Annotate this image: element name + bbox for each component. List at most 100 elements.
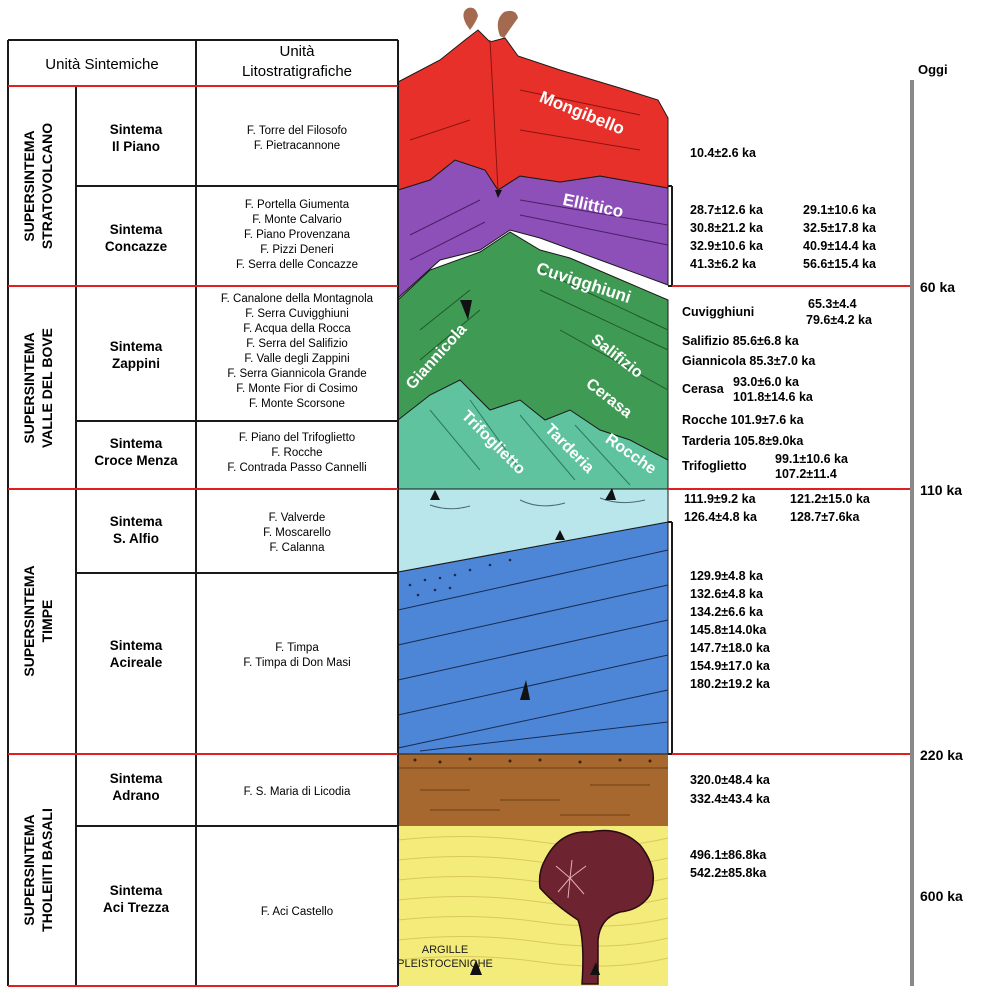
- age: 79.6±4.2 ka: [806, 313, 873, 327]
- formazione: F. Serra delle Concazze: [236, 259, 358, 271]
- age: 154.9±17.0 ka: [690, 659, 771, 673]
- sintema-s-alfio-1: Sintema: [110, 514, 163, 529]
- sintema-zappini-2: Zappini: [112, 356, 160, 371]
- formazione: F. Piano del Trifoglietto: [239, 432, 355, 444]
- supersintema-2-line2: VALLE DEL BOVE: [39, 328, 55, 448]
- header-unita-lito-1: Unità: [279, 43, 315, 60]
- supersintema-3-line1: SUPERSINTEMA: [21, 565, 37, 676]
- formazione: F. Rocche: [271, 447, 322, 459]
- age: 132.6±4.8 ka: [690, 587, 764, 601]
- age: Giannicola 85.3±7.0 ka: [682, 354, 816, 368]
- sintema-s-alfio-2: S. Alfio: [113, 531, 159, 546]
- age: 134.2±6.6 ka: [690, 605, 764, 619]
- formazione: F. Pietracannone: [254, 140, 340, 152]
- age-cuvigghiuni-name: Cuvigghiuni: [682, 305, 754, 319]
- header-unita-sintemiche: Unità Sintemiche: [45, 56, 158, 73]
- formazione: F. Acqua della Rocca: [243, 323, 351, 335]
- plume-left: [463, 8, 478, 30]
- age: 332.4±43.4 ka: [690, 792, 771, 806]
- age: 99.1±10.6 ka: [775, 452, 849, 466]
- time-axis: Oggi 60 ka 110 ka 220 ka 600 ka: [912, 62, 963, 986]
- supersintema-3-line2: TIMPE: [39, 600, 55, 643]
- formazione: F. Piano Provenzana: [244, 229, 351, 241]
- supersintema-4-line1: SUPERSINTEMA: [21, 814, 37, 925]
- sintema-concazze-2: Concazze: [105, 239, 168, 254]
- age-trifoglietto-name: Trifoglietto: [682, 459, 747, 473]
- age: 56.6±15.4 ka: [803, 257, 877, 271]
- age: 65.3±4.4: [808, 297, 857, 311]
- layer-mongibello: [398, 30, 668, 190]
- time-110ka: 110 ka: [920, 482, 962, 498]
- formazione: F. Monte Fior di Cosimo: [236, 383, 357, 395]
- age: 107.2±11.4: [775, 467, 837, 481]
- time-60ka: 60 ka: [920, 279, 955, 295]
- age: 111.9±9.2 ka: [684, 492, 757, 506]
- age: 126.4±4.8 ka: [684, 510, 758, 524]
- sintema-il-piano-1: Sintema: [110, 122, 163, 137]
- formazione: F. Aci Castello: [261, 906, 333, 918]
- supersintema-1-line2: STRATOVOLCANO: [39, 123, 55, 249]
- age: 180.2±19.2 ka: [690, 677, 771, 691]
- age: 129.9±4.8 ka: [690, 569, 764, 583]
- age: 40.9±14.4 ka: [803, 239, 877, 253]
- sintema-zappini-1: Sintema: [110, 339, 163, 354]
- formazione: F. Portella Giumenta: [245, 199, 350, 211]
- formazione: F. Contrada Passo Cannelli: [227, 462, 366, 474]
- formazione: F. Valle degli Zappini: [244, 353, 349, 365]
- age: 128.7±7.6ka: [790, 510, 860, 524]
- age: 30.8±21.2 ka: [690, 221, 764, 235]
- age: 542.2±85.8ka: [690, 866, 767, 880]
- sintema-adrano-1: Sintema: [110, 771, 163, 786]
- age-cerasa-name: Cerasa: [682, 382, 725, 396]
- time-600ka: 600 ka: [920, 888, 963, 904]
- sintema-acireale-2: Acireale: [110, 655, 163, 670]
- age: 101.8±14.6 ka: [733, 390, 814, 404]
- formazione: F. Serra Giannicola Grande: [227, 368, 366, 380]
- sintema-adrano-2: Adrano: [112, 788, 159, 803]
- sintema-il-piano-2: Il Piano: [112, 139, 160, 154]
- formazione: F. Serra del Salifizio: [246, 338, 348, 350]
- formazione: F. Monte Scorsone: [249, 398, 345, 410]
- label-argille-1: ARGILLE: [422, 944, 468, 956]
- label-argille-2: PLEISTOCENICHE: [397, 958, 493, 970]
- age: 29.1±10.6 ka: [803, 203, 877, 217]
- age: 41.3±6.2 ka: [690, 257, 757, 271]
- age: 32.9±10.6 ka: [690, 239, 764, 253]
- plume-right: [498, 11, 518, 38]
- time-oggi: Oggi: [918, 62, 948, 77]
- sintema-aci-trezza-2: Aci Trezza: [103, 900, 170, 915]
- supersintema-4-line2: THOLEIITI BASALI: [39, 808, 55, 932]
- age: 28.7±12.6 ka: [690, 203, 764, 217]
- formazione: F. Moscarello: [263, 527, 331, 539]
- formazione: F. S. Maria di Licodia: [244, 786, 351, 798]
- formazione: F. Monte Calvario: [252, 214, 341, 226]
- age: Tarderia 105.8±9.0ka: [682, 434, 804, 448]
- age: 10.4±2.6 ka: [690, 146, 757, 160]
- formazione: F. Serra Cuvigghiuni: [245, 308, 349, 320]
- age: 496.1±86.8ka: [690, 848, 767, 862]
- formazione: F. Timpa di Don Masi: [243, 657, 350, 669]
- age: 93.0±6.0 ka: [733, 375, 800, 389]
- volcano-section: Mongibello Ellittico Cuvigghiuni Giannic…: [397, 8, 668, 986]
- sintema-croce-menza-1: Sintema: [110, 436, 163, 451]
- formazione: F. Valverde: [269, 512, 326, 524]
- sintema-croce-menza-2: Croce Menza: [94, 453, 178, 468]
- sintema-acireale-1: Sintema: [110, 638, 163, 653]
- formazione: F. Timpa: [275, 642, 319, 654]
- formazione: F. Canalone della Montagnola: [221, 293, 374, 305]
- header-unita-lito-2: Litostratigrafiche: [242, 63, 352, 80]
- age: 145.8±14.0ka: [690, 623, 767, 637]
- time-220ka: 220 ka: [920, 747, 963, 763]
- formazione: F. Pizzi Deneri: [260, 244, 334, 256]
- formazione: F. Calanna: [270, 542, 326, 554]
- age: 121.2±15.0 ka: [790, 492, 871, 506]
- supersintema-2-line1: SUPERSINTEMA: [21, 332, 37, 443]
- age: 32.5±17.8 ka: [803, 221, 877, 235]
- sintema-aci-trezza-1: Sintema: [110, 883, 163, 898]
- sintema-concazze-1: Sintema: [110, 222, 163, 237]
- age: Salifizio 85.6±6.8 ka: [682, 334, 800, 348]
- formazione: F. Torre del Filosofo: [247, 125, 347, 137]
- age: Rocche 101.9±7.6 ka: [682, 413, 805, 427]
